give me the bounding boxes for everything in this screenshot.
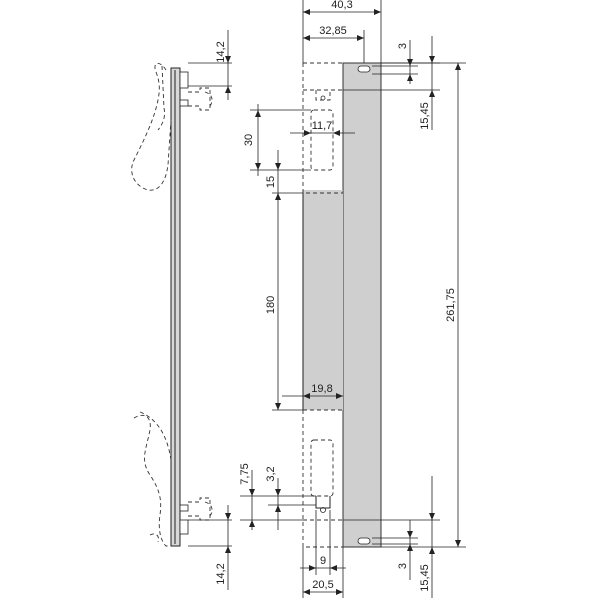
front-view [302, 62, 382, 548]
front-dimensions: 40,3 32,85 3 15,45 261,75 11,7 [239, 0, 466, 598]
cabinet-outline-bottom [133, 414, 171, 547]
dim-14-2-bottom: 14,2 [215, 563, 227, 584]
upper-dashed-region [302, 62, 344, 194]
side-bottom-bracket [179, 504, 189, 512]
dim-15-45-bottom: 15,45 [419, 564, 431, 592]
dim-40-3: 40,3 [331, 0, 352, 11]
slot-bottom [357, 537, 371, 545]
dim-7-75: 7,75 [239, 463, 251, 484]
dim-15-45-top: 15,45 [419, 102, 431, 130]
dim-19-8: 19,8 [311, 383, 332, 395]
panel-left-strip [303, 190, 343, 410]
dim-32-85: 32,85 [319, 25, 347, 37]
dim-20-5: 20,5 [312, 579, 333, 591]
side-top-bracket [179, 71, 189, 89]
dim-9: 9 [320, 555, 326, 567]
side-view: 14,2 14,2 [131, 30, 232, 590]
dim-15: 15 [265, 176, 277, 188]
dim-261-75: 261,75 [445, 288, 457, 322]
lower-dashed-region [302, 409, 344, 548]
dim-11-7: 11,7 [312, 120, 333, 132]
dim-3-top: 3 [397, 43, 409, 49]
dim-14-2-top: 14,2 [215, 41, 227, 62]
dim-3-2: 3,2 [265, 466, 277, 481]
cabinet-outline-top [131, 63, 172, 191]
slot-top [357, 65, 371, 73]
panel-body [342, 62, 382, 548]
dim-3-bottom: 3 [397, 563, 409, 569]
dim-30: 30 [243, 134, 255, 146]
dim-180: 180 [265, 296, 277, 314]
